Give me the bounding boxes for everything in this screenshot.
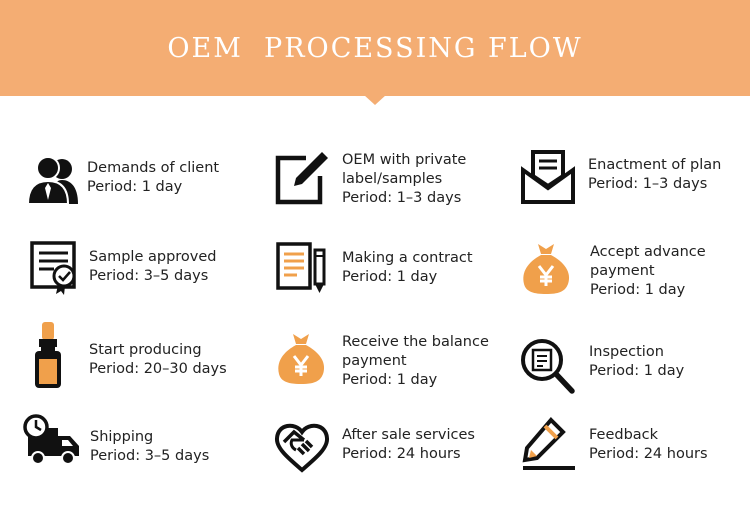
step-period: Period: 1 day	[590, 282, 686, 298]
step-title: Shipping	[90, 429, 154, 445]
step-title-line1: OEM with private	[342, 152, 467, 168]
page-title: OEM PROCESSING FLOW	[167, 33, 583, 64]
step-sample-approved: Sample approved Period: 3–5 days	[28, 240, 268, 310]
step-period: Period: 1–3 days	[342, 190, 462, 206]
step-title: After sale services	[342, 427, 475, 443]
step-demands-of-client: Demands of client Period: 1 day	[26, 152, 266, 222]
step-title-line1: Accept advance	[590, 244, 706, 260]
contract-icon	[275, 240, 331, 296]
certificate-icon	[28, 240, 84, 296]
step-title-line2: payment	[342, 353, 407, 369]
step-title-line2: payment	[590, 263, 655, 279]
step-period: Period: 20–30 days	[89, 361, 227, 377]
money-bag-icon	[520, 240, 576, 296]
step-receive-balance-payment: Receive the balance payment Period: 1 da…	[275, 330, 515, 400]
step-feedback: Feedback Period: 24 hours	[521, 416, 750, 486]
step-period: Period: 1 day	[589, 363, 685, 379]
step-period: Period: 3–5 days	[89, 268, 209, 284]
step-shipping: Shipping Period: 3–5 days	[22, 414, 262, 484]
step-after-sale-services: After sale services Period: 24 hours	[274, 418, 514, 488]
step-enactment-of-plan: Enactment of plan Period: 1–3 days	[519, 150, 750, 220]
step-period: Period: 3–5 days	[90, 448, 210, 464]
step-period: Period: 1 day	[342, 269, 438, 285]
pencil-feedback-icon	[521, 416, 577, 472]
banner-pointer	[364, 95, 386, 105]
step-inspection: Inspection Period: 1 day	[520, 338, 750, 408]
step-title-line2: label/samples	[342, 171, 443, 187]
header-banner	[0, 0, 750, 96]
step-period: Period: 1–3 days	[588, 176, 708, 192]
step-start-producing: Start producing Period: 20–30 days	[30, 322, 270, 392]
step-period: Period: 24 hours	[342, 446, 461, 462]
step-title: Demands of client	[87, 160, 220, 176]
step-title: Inspection	[589, 344, 664, 360]
edit-icon	[272, 150, 328, 206]
dropper-bottle-icon	[30, 322, 70, 390]
step-period: Period: 24 hours	[589, 446, 708, 462]
envelope-icon	[519, 150, 575, 206]
step-accept-advance-payment: Accept advance payment Period: 1 day	[520, 240, 750, 310]
step-period: Period: 1 day	[342, 372, 438, 388]
step-title: Sample approved	[89, 249, 217, 265]
step-oem-private-label: OEM with private label/samples Period: 1…	[272, 150, 512, 220]
step-making-a-contract: Making a contract Period: 1 day	[275, 240, 515, 310]
step-title-line1: Receive the balance	[342, 334, 489, 350]
truck-icon	[22, 414, 82, 470]
step-period: Period: 1 day	[87, 179, 183, 195]
money-bag-icon	[275, 330, 331, 386]
client-icon	[26, 152, 82, 208]
step-title: Feedback	[589, 427, 659, 443]
step-title: Making a contract	[342, 250, 473, 266]
handshake-icon	[274, 418, 330, 474]
step-title: Start producing	[89, 342, 202, 358]
step-title: Enactment of plan	[588, 157, 722, 173]
magnifier-icon	[520, 338, 576, 394]
